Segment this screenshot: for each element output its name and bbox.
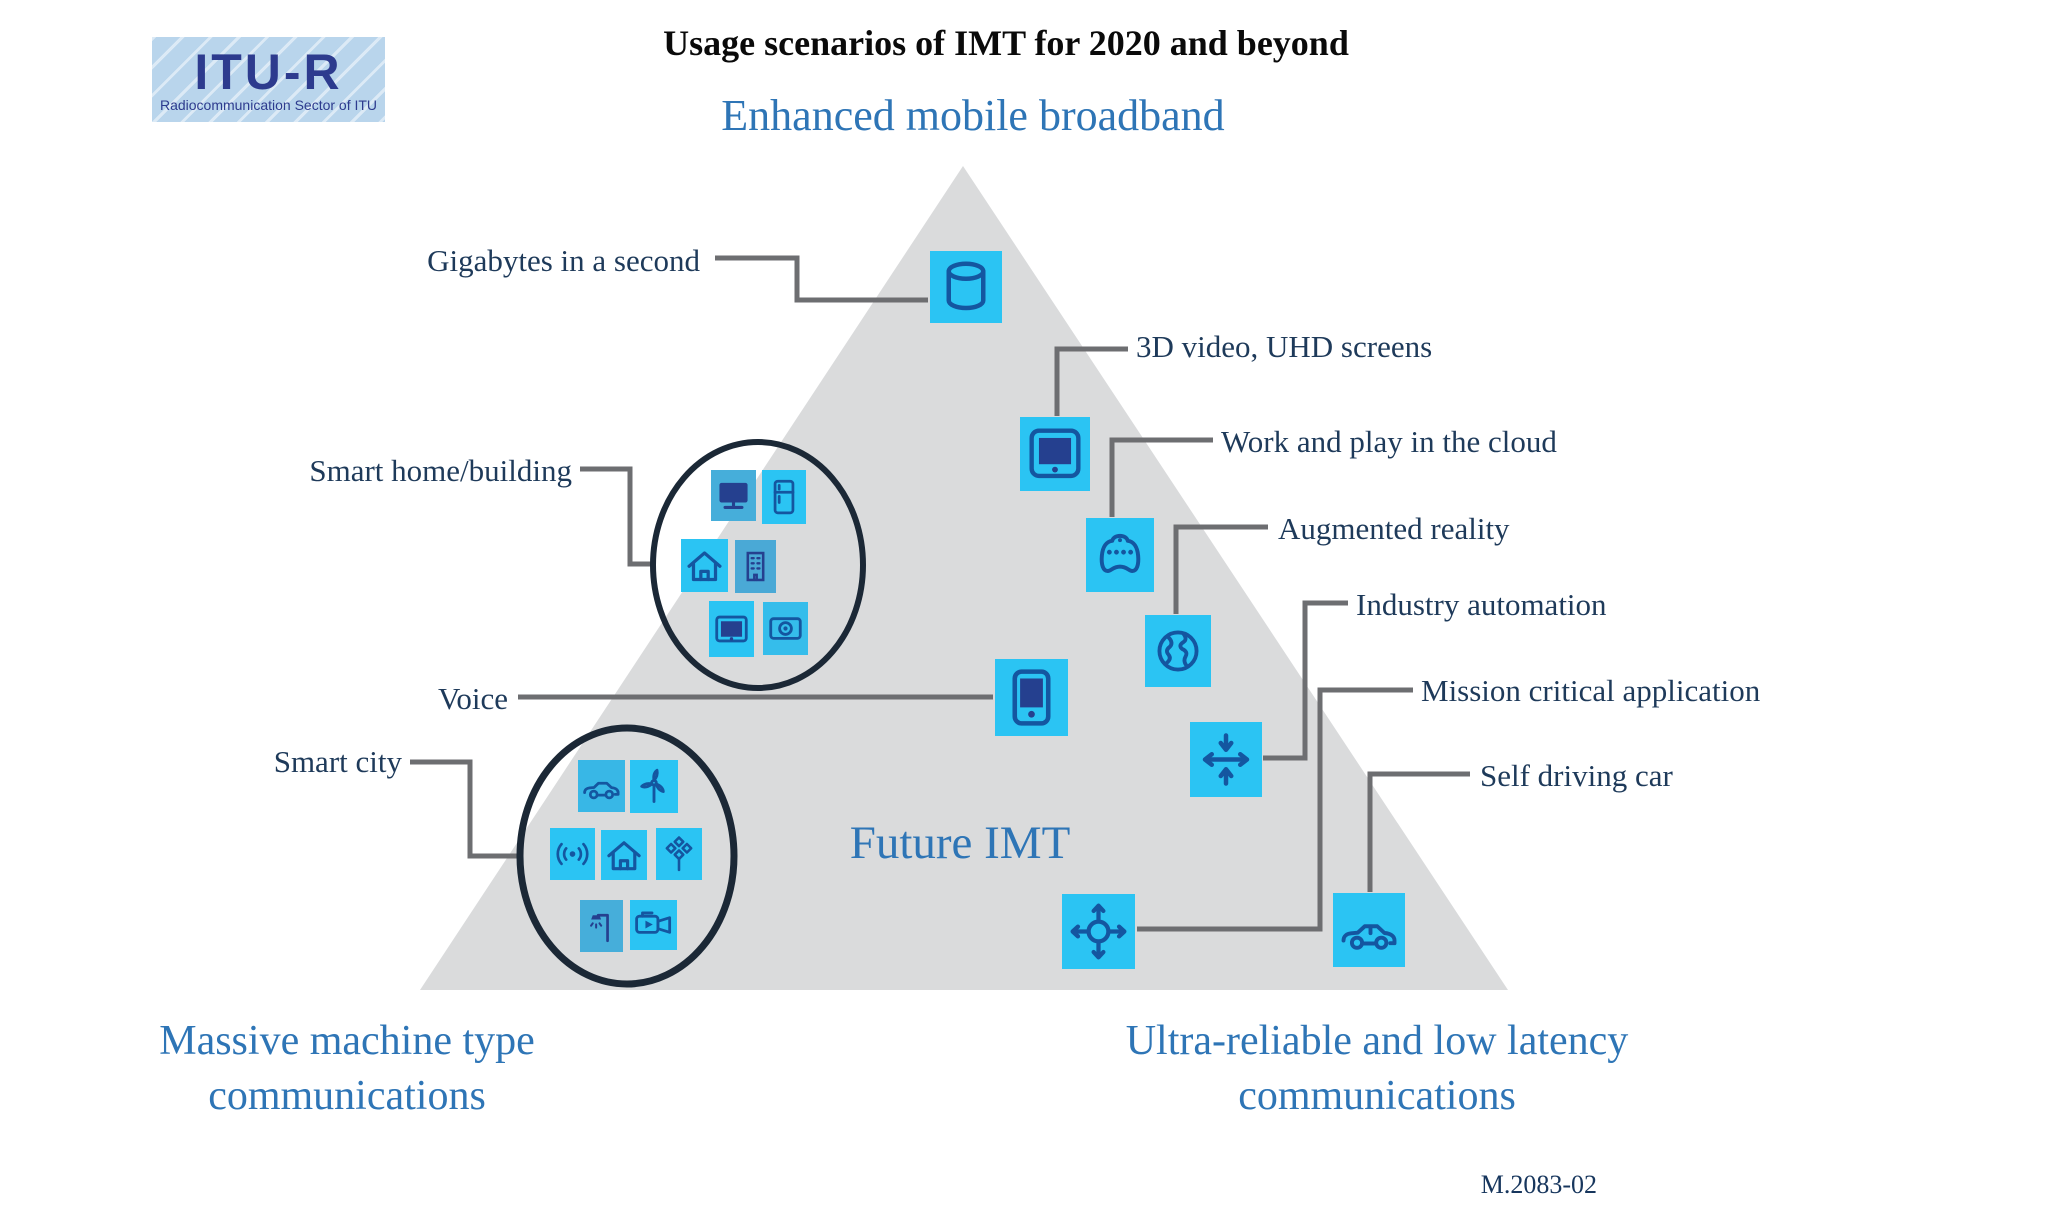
converging-arrows-icon bbox=[1190, 722, 1262, 797]
smart-city-circle bbox=[516, 724, 738, 988]
camera-icon bbox=[763, 602, 808, 655]
connector-gigabytes bbox=[715, 255, 928, 303]
logo-subtitle: Radiocommunication Sector of ITU bbox=[159, 96, 378, 113]
house-icon bbox=[681, 539, 728, 592]
scenario-label-smart-city: Smart city bbox=[273, 744, 402, 779]
wind-turbine-icon bbox=[630, 760, 678, 813]
connector-smart-city bbox=[410, 759, 521, 859]
scenario-label-gigabytes: Gigabytes in a second bbox=[427, 243, 700, 278]
scenario-label-industry-automation: Industry automation bbox=[1356, 587, 1607, 622]
globe-icon bbox=[1145, 615, 1211, 687]
tv-screen-icon bbox=[1020, 417, 1090, 491]
desktop-monitor-icon bbox=[711, 470, 756, 521]
house-icon bbox=[601, 830, 647, 880]
corner-heading-urllc: Ultra-reliable and low latency communica… bbox=[1125, 1018, 1629, 1120]
connector-lines bbox=[410, 255, 1470, 932]
refrigerator-icon bbox=[762, 470, 806, 524]
figure-number: M.2083-02 bbox=[1480, 1170, 1597, 1199]
street-lamp-icon bbox=[580, 900, 623, 952]
car-icon bbox=[1333, 893, 1405, 967]
scenario-label-mission-critical: Mission critical application bbox=[1421, 673, 1761, 708]
office-building-icon bbox=[735, 540, 776, 593]
logo-wordmark: ITU-R bbox=[194, 43, 343, 100]
game-controller-icon bbox=[1086, 518, 1154, 592]
figure-title: Usage scenarios of IMT for 2020 and beyo… bbox=[663, 23, 1349, 63]
scenario-label-self-driving-car: Self driving car bbox=[1480, 758, 1673, 793]
itu-r-logo: ITU-R Radiocommunication Sector of ITU bbox=[152, 37, 385, 122]
corner-heading-embb: Enhanced mobile broadband bbox=[721, 91, 1225, 140]
scenario-label-3d-video: 3D video, UHD screens bbox=[1136, 329, 1433, 364]
car-icon bbox=[578, 760, 625, 812]
smart-traffic-lights-icon bbox=[656, 828, 702, 880]
scenario-label-voice: Voice bbox=[437, 681, 508, 716]
scenario-label-work-play-cloud: Work and play in the cloud bbox=[1221, 424, 1557, 459]
wireless-sensor-icon bbox=[550, 828, 595, 880]
connector-industry-automation bbox=[1263, 600, 1348, 761]
corner-heading-mmtc: Massive machine type communications bbox=[159, 1018, 535, 1120]
roundabout-arrows-icon bbox=[1062, 894, 1135, 969]
scenario-label-augmented-reality: Augmented reality bbox=[1278, 511, 1510, 546]
connector-self-driving-car bbox=[1367, 771, 1470, 892]
connector-3d-video bbox=[1054, 346, 1128, 416]
connector-augmented-reality bbox=[1173, 524, 1268, 614]
database-icon bbox=[930, 251, 1002, 323]
scenario-label-smart-home: Smart home/building bbox=[309, 453, 572, 488]
connector-mission-critical bbox=[1137, 687, 1413, 932]
smartphone-icon bbox=[995, 659, 1068, 736]
video-camera-icon bbox=[630, 900, 677, 950]
smart-home-circle bbox=[650, 439, 866, 691]
tablet-icon bbox=[709, 601, 754, 657]
connector-work-play-cloud bbox=[1109, 437, 1213, 517]
connector-smart-home bbox=[580, 466, 654, 567]
center-label-future-imt: Future IMT bbox=[849, 817, 1071, 869]
